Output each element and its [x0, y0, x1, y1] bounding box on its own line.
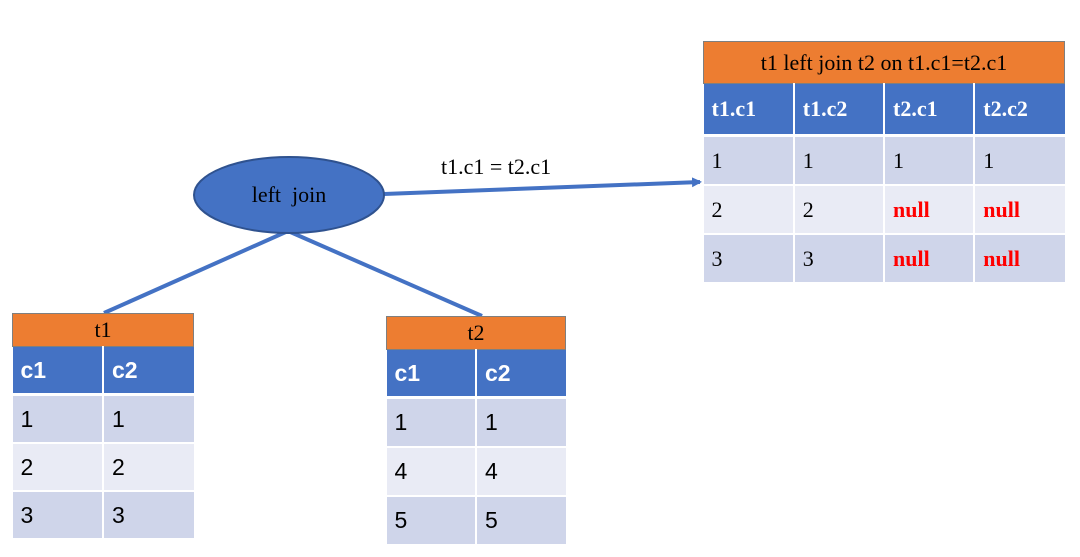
table-row: 1 1	[12, 393, 194, 443]
null-cell: null	[973, 233, 1065, 282]
table-cell: 4	[386, 446, 476, 496]
table-t1-title: t1	[12, 313, 194, 347]
null-cell: null	[882, 184, 975, 234]
table-cell: 1	[703, 134, 794, 185]
table-cell: 1	[102, 393, 194, 443]
connector-to-t2	[287, 229, 483, 318]
table-cell: 4	[475, 446, 566, 496]
table-row: 2 2 null null	[703, 184, 1065, 234]
null-cell: null	[882, 233, 975, 282]
join-node-label: left join	[251, 182, 327, 207]
join-node-ellipse	[193, 156, 385, 234]
table-cell: 1	[12, 393, 103, 443]
connector-to-t1	[103, 229, 289, 315]
table-row: 1 1 1 1	[703, 134, 1065, 185]
column-header: c1	[386, 349, 476, 399]
column-header: c2	[102, 346, 194, 396]
column-header: c2	[475, 349, 566, 399]
table-cell: 1	[792, 134, 884, 185]
table-cell: 2	[102, 442, 194, 491]
table-row: 3 3	[12, 490, 194, 538]
table-cell: 2	[703, 184, 794, 234]
column-header: t2.c2	[973, 83, 1065, 137]
join-arrow	[383, 177, 702, 196]
table-cell: 5	[475, 495, 566, 544]
table-row: 1 1	[386, 396, 566, 447]
table-cell: 1	[882, 134, 975, 185]
column-header: t1.c2	[792, 83, 884, 137]
table-row: 4 4	[386, 446, 566, 496]
table-cell: 3	[12, 490, 103, 538]
column-header: t2.c1	[882, 83, 975, 137]
table-cell: 2	[792, 184, 884, 234]
table-row: 2 2	[12, 442, 194, 491]
result-table: t1 left join t2 on t1.c1=t2.c1 t1.c1 t1.…	[703, 41, 1065, 282]
table-cell: 1	[475, 396, 566, 447]
table-row: 5 5	[386, 495, 566, 544]
table-cell: 3	[102, 490, 194, 538]
table-cell: 1	[973, 134, 1065, 185]
result-table-title: t1 left join t2 on t1.c1=t2.c1	[703, 41, 1065, 84]
column-header: c1	[12, 346, 103, 396]
column-header: t1.c1	[703, 83, 794, 137]
table-t2-title: t2	[386, 316, 566, 350]
table-cell: 5	[386, 495, 476, 544]
null-cell: null	[973, 184, 1065, 234]
join-condition-label: t1.c1 = t2.c1	[441, 154, 552, 179]
table-row: 3 3 null null	[703, 233, 1065, 282]
table-t1: t1 c1 c2 1 1 2 2 3 3	[12, 313, 194, 538]
table-cell: 2	[12, 442, 103, 491]
table-cell: 3	[792, 233, 884, 282]
table-cell: 3	[703, 233, 794, 282]
table-cell: 1	[386, 396, 476, 447]
table-t2: t2 c1 c2 1 1 4 4 5 5	[386, 316, 566, 544]
